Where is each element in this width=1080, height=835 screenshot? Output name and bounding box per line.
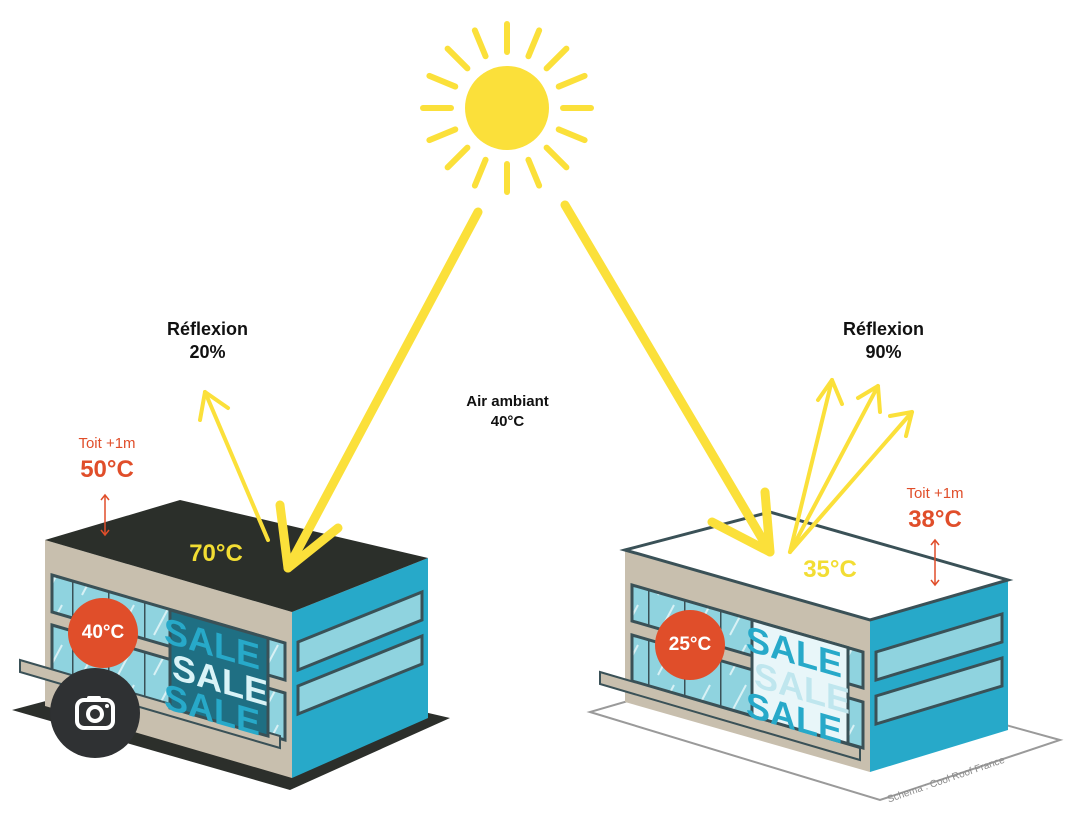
left-roof-surface-temp: 70°C [189,540,243,567]
right-building: SALE SALE SALE [586,510,1064,802]
incoming-ray-left [283,207,483,573]
sun-ray [444,144,471,171]
ambient-air-title: Air ambiant [466,393,549,410]
dark-roof [45,500,428,612]
sun-ray [426,126,459,144]
left-roof-air-label: Toit +1m 50°C [52,434,162,485]
sun-ray [525,156,543,189]
billboard: SALE SALE SALE [164,608,270,744]
reflected-ray-left [203,390,270,542]
reflected-rays-right [788,378,914,554]
left-reflection-title: Réflexion [166,319,249,339]
right-roof-air-temp: 38°C [908,505,962,533]
sun-ray [543,144,570,171]
sun-ray [471,156,489,189]
right-indoor-temp-badge: 25°C [655,610,725,680]
sun-ray [555,72,588,90]
sun-ray [471,27,489,60]
right-roof-height-label: Toit +1m [906,485,964,502]
right-reflection-label: Réflexion 90% [826,318,941,365]
sun-rays [198,200,914,573]
sun-icon [420,21,594,195]
left-roof-air-temp: 50°C [80,455,134,483]
right-reflection-title: Réflexion [842,319,925,339]
right-reflection-value: 90% [865,342,902,363]
google-lens-icon [75,696,115,730]
left-indoor-temp-badge: 40°C [68,598,138,668]
sun-ray [426,72,459,90]
incoming-ray-right [560,200,775,557]
sun-ray [543,45,570,72]
sun-ray [555,126,588,144]
sun-ray [525,27,543,60]
google-lens-button[interactable] [50,668,140,758]
left-reflection-value: 20% [189,342,226,363]
ambient-air-label: Air ambiant 40°C [445,392,570,431]
ambient-air-value: 40°C [490,412,525,430]
right-roof-surface-temp: 35°C [803,556,857,583]
left-reflection-label: Réflexion 20% [150,318,265,365]
right-roof-air-label: Toit +1m 38°C [880,484,990,535]
left-roof-height-label: Toit +1m [78,435,136,452]
sun-ray [444,45,471,72]
